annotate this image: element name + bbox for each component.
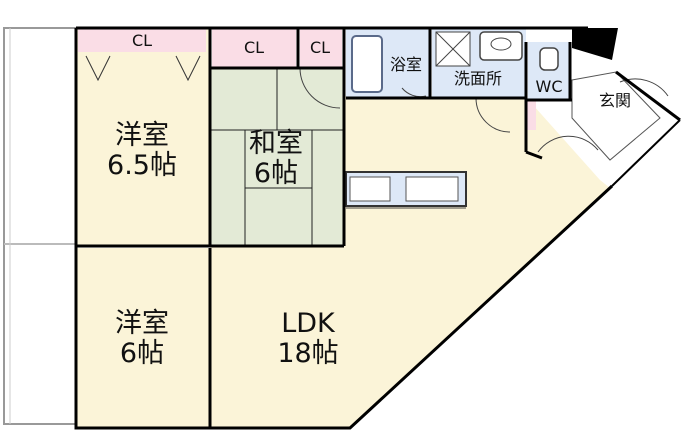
japanese-room-size: 6帖 xyxy=(254,158,298,189)
washroom-label: 洗面所 xyxy=(454,69,502,88)
closet-3 xyxy=(300,28,342,68)
closet-group xyxy=(78,28,536,130)
walls xyxy=(74,26,614,430)
entrance-floor xyxy=(571,71,661,161)
closet-2 xyxy=(212,28,296,68)
japanese-room-name: 和室 xyxy=(249,128,303,159)
closet-1 xyxy=(78,28,206,52)
closet-entry xyxy=(526,100,536,130)
kitchen-counter xyxy=(345,171,467,209)
door-swings xyxy=(299,67,669,153)
closet-1-label: CL xyxy=(132,31,152,50)
western-room-6-size: 6帖 xyxy=(120,338,164,369)
bathroom-label: 浴室 xyxy=(390,55,422,74)
closet-2-label: CL xyxy=(244,38,264,57)
ldk-name: LDK xyxy=(281,308,336,339)
western-room-65-size: 6.5帖 xyxy=(107,150,177,181)
entrance-label: 玄関 xyxy=(599,91,631,110)
pillar xyxy=(572,28,618,60)
ldk-size: 18帖 xyxy=(277,338,338,369)
western-room-6-name: 洋室 xyxy=(115,308,169,339)
closet-3-label: CL xyxy=(310,38,330,57)
western-room-65-name: 洋室 xyxy=(115,120,169,151)
japanese-room xyxy=(210,68,344,246)
toilet-label: WC xyxy=(536,77,563,96)
western-room-6-floor xyxy=(76,248,210,428)
western-room-65-floor xyxy=(76,28,210,246)
wet-area xyxy=(346,28,570,100)
balcony xyxy=(3,27,77,425)
